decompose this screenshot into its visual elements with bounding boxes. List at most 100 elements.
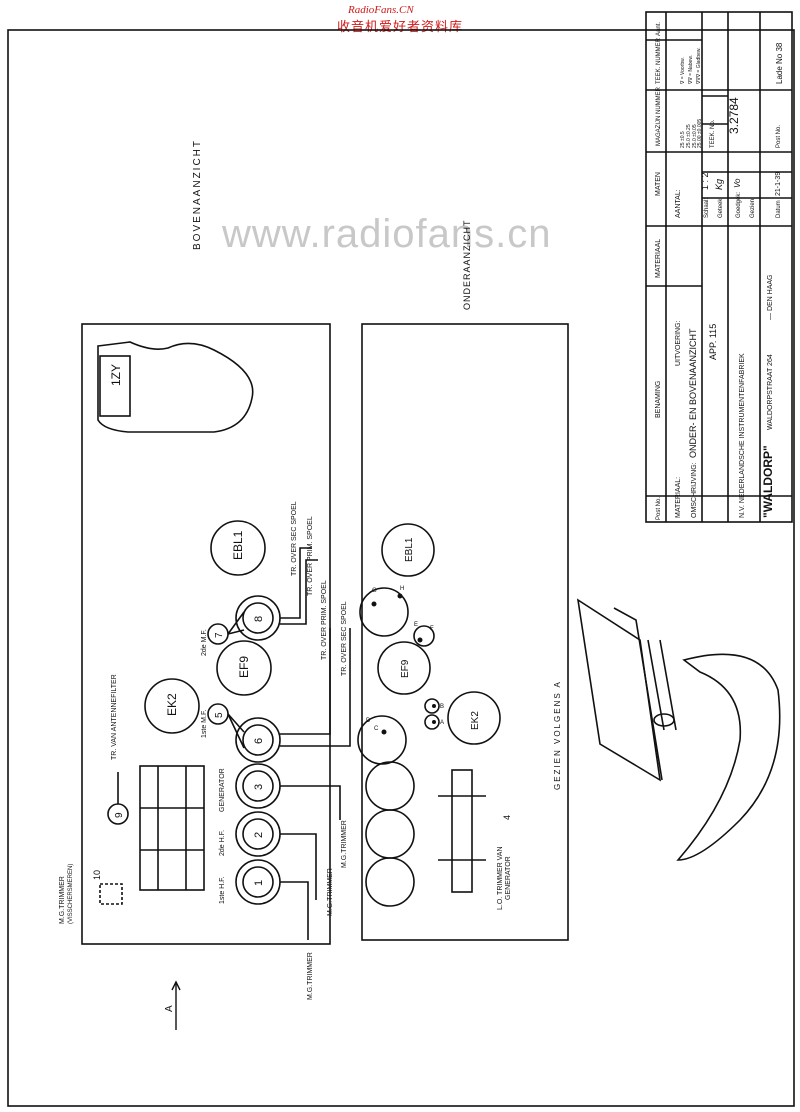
datum-label: Datum bbox=[776, 200, 782, 218]
coil-8-number: 8 bbox=[253, 616, 265, 622]
tube-1zy-label-box bbox=[99, 355, 131, 417]
label-generator: GENERATOR bbox=[219, 768, 226, 812]
geteek-label: Geteek: bbox=[718, 197, 724, 218]
title-block bbox=[645, 11, 793, 523]
socket-ek2 bbox=[447, 691, 501, 745]
label-mf2: 2de M.F. bbox=[201, 629, 208, 656]
socket-small-top bbox=[359, 587, 409, 637]
tube-ek2-label: EK2 bbox=[165, 693, 179, 716]
header-materiaal: MATERIAAL bbox=[655, 239, 662, 278]
pin-letter-e: E bbox=[414, 622, 418, 628]
socket-ebl1 bbox=[381, 523, 435, 577]
post-no-label: Post No. bbox=[776, 125, 782, 148]
bottom-view bbox=[357, 323, 569, 941]
schaal-label: Schaal: bbox=[704, 198, 710, 218]
if-coil-8-inner bbox=[242, 602, 274, 634]
watermark-brand: RadioFans.CN bbox=[348, 4, 414, 16]
header-benaming: BENAMING bbox=[655, 381, 662, 418]
top-view bbox=[81, 323, 351, 1030]
title-block-text: Post No. BENAMING MATERIAAL MATEN MAGAZI… bbox=[655, 22, 784, 520]
pin-letter-h: H bbox=[400, 586, 404, 592]
tube-ef9 bbox=[216, 640, 272, 696]
title-bovenaanzicht: BOVENAANZICHT bbox=[192, 139, 203, 250]
perspective-sketch bbox=[576, 598, 781, 861]
label-hf1: 1ste H.F. bbox=[219, 876, 226, 904]
sheet-border bbox=[7, 29, 795, 1107]
trimmer-10-number: 10 bbox=[92, 870, 102, 880]
tolerance-1: 25 ±0.5 bbox=[680, 131, 686, 148]
finish-3: ∇∇∇ = Gladbew. bbox=[696, 47, 702, 85]
bottom-tube-ef9-label: EF9 bbox=[400, 659, 411, 678]
label-mg-trimmer-top: M.G.TRIMMER bbox=[59, 876, 66, 924]
arrow-a-label: A bbox=[164, 1005, 175, 1012]
header-aant: Aant. bbox=[656, 22, 662, 36]
company-city: — DEN HAAG bbox=[767, 274, 774, 320]
coil-3-number: 3 bbox=[253, 784, 265, 790]
tuning-capacitor bbox=[139, 765, 205, 891]
label-tr-antenna: TR. VAN ANTENNEFILTER bbox=[111, 674, 118, 760]
if-coil-6-inner bbox=[242, 724, 274, 756]
bottom-tube-ek2-label: EK2 bbox=[470, 711, 481, 730]
gezien-label: Gezien: bbox=[750, 197, 756, 218]
finish-1: ∇ = Voorbw. bbox=[680, 57, 686, 85]
label-mg-trimmer-2: M.G.TRIMMER bbox=[327, 868, 334, 916]
label-mf1: 1ste M.F. bbox=[201, 710, 208, 738]
socket-ef9 bbox=[377, 641, 431, 695]
bottom-tube-ebl1-label: EBL1 bbox=[404, 537, 415, 562]
uitvoering-label: UITVOERING: bbox=[675, 320, 682, 366]
watermark-header: 收音机爱好者资料库 bbox=[336, 20, 463, 35]
tube-1zy-body bbox=[97, 341, 254, 433]
pin-a-hole bbox=[424, 714, 440, 730]
omschrijving-value: ONDER- EN BOVENAANZICHT bbox=[688, 328, 698, 458]
omschrijving-label: OMSCHRIJVING: bbox=[691, 462, 698, 518]
company-name: "WALDORP" bbox=[761, 445, 775, 518]
socket-c bbox=[365, 809, 415, 859]
pin-letter-f: F bbox=[430, 626, 434, 632]
tube-ef9-label: EF9 bbox=[237, 656, 251, 678]
tube-ebl1 bbox=[210, 520, 266, 576]
coil-1-inner bbox=[242, 866, 274, 898]
pin-letter-b: B bbox=[440, 704, 444, 710]
teek-no-value: 3.2784 bbox=[727, 97, 741, 134]
tube-ek2 bbox=[144, 678, 200, 734]
coil-2-inner bbox=[242, 818, 274, 850]
label-small-4: 4 bbox=[502, 815, 512, 820]
lo-trimmer-bar bbox=[451, 769, 473, 893]
watermark-url: www.radiofans.cn bbox=[222, 212, 552, 256]
label-lo-trimmer-2: GENERATOR bbox=[505, 856, 512, 900]
label-hf2: 2de H.F. bbox=[219, 830, 226, 856]
label-tr-prim-2: TR. OVER PRIM. SPOEL bbox=[321, 580, 328, 660]
bottom-view-chassis bbox=[361, 323, 569, 941]
socket-d bbox=[365, 857, 415, 907]
tolerance-4: 25.00 ±0.005 bbox=[697, 119, 703, 148]
header-magazijn: MAGAZIJN NUMMER bbox=[656, 86, 662, 146]
aantal-label: AANTAL: bbox=[675, 189, 682, 218]
title-onderaanzicht: ONDERAANZICHT bbox=[462, 219, 472, 310]
label-mg-trimmer-3: M.G.TRIMMER bbox=[341, 820, 348, 868]
callout-7-number: 7 bbox=[214, 632, 225, 638]
trimmer-10 bbox=[99, 883, 123, 905]
pin-letter-c: C bbox=[374, 726, 379, 732]
teek-no-label: TEEK. No. bbox=[710, 119, 716, 148]
header-maten: MATEN bbox=[655, 172, 662, 196]
label-mg-trimmer-sub: (VISSCHERSMEREN) bbox=[68, 864, 74, 924]
geteek-value: Kg bbox=[714, 179, 724, 190]
label-tr-sec-2: TR. OVER SEC SPOEL bbox=[341, 601, 348, 676]
header-teek-nummer: TEEK. NUMMER bbox=[656, 37, 662, 84]
pin-b-hole bbox=[424, 698, 440, 714]
header-post-no: Post No. bbox=[656, 497, 662, 520]
materiaal-label: MATERIAAL: bbox=[675, 477, 682, 518]
if-coil-6-outer bbox=[235, 717, 281, 763]
app-value: APP. 115 bbox=[708, 324, 718, 360]
label-lo-trimmer: L.O. TRIMMER VAN bbox=[497, 846, 504, 910]
top-view-labels: BOVENAANZICHT 1ZY EK2 EF9 EBL1 1 2 3 5 6… bbox=[59, 139, 348, 1012]
pin-dots bbox=[371, 593, 436, 735]
company-line1: N.V. NEDERLANDSCHE INSTRUMENTENFABRIEK bbox=[739, 353, 746, 518]
pin-letter-g: G bbox=[372, 588, 377, 594]
pin-letter-a: A bbox=[440, 720, 444, 726]
datum-value: 21-1-39 bbox=[775, 172, 782, 196]
lade-number: Lade No 38 bbox=[775, 42, 784, 84]
coil-1-number: 1 bbox=[253, 880, 265, 886]
goedgek-label: Goedgek: bbox=[736, 192, 742, 218]
